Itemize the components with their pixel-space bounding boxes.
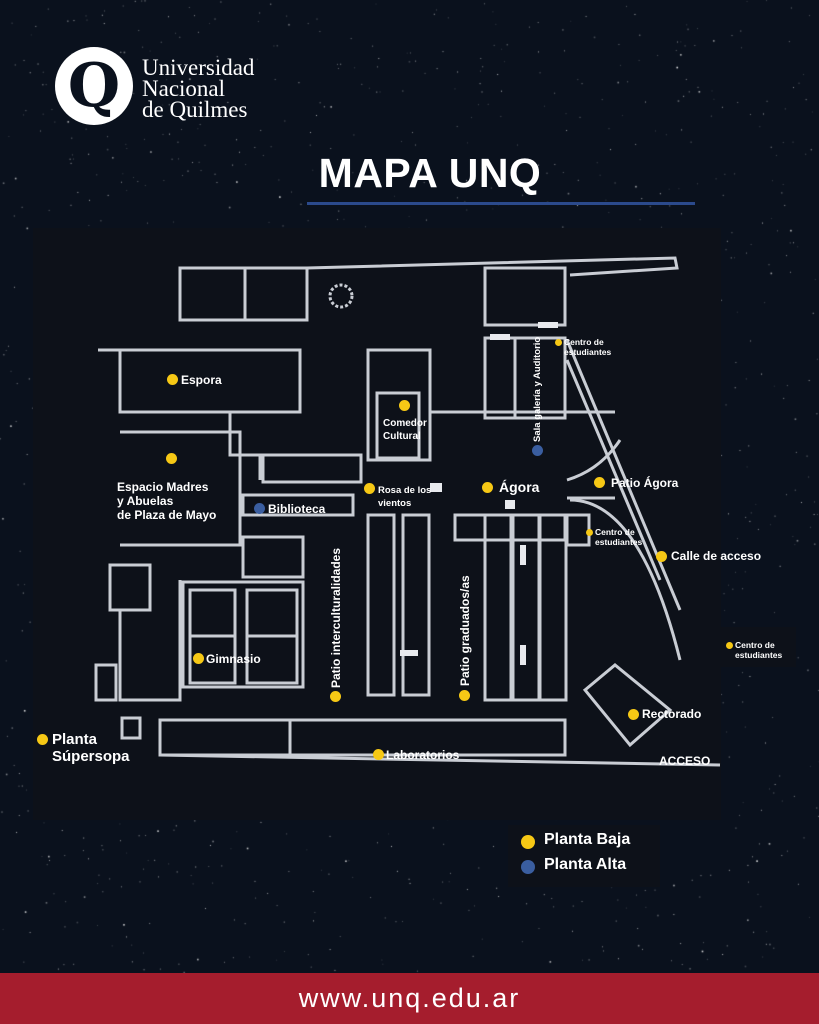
marker-espacio-madres[interactable]	[166, 453, 177, 464]
label-rosa-vientos: Rosa de los vientos	[378, 484, 431, 510]
label-line: Cultural	[383, 431, 421, 442]
title-underline	[307, 202, 695, 205]
label-patio-interculturalidades: Patio interculturalidades	[329, 547, 343, 688]
label-agora: Ágora	[499, 479, 540, 495]
marker-patio-graduados[interactable]	[459, 690, 470, 701]
logo-line: Nacional	[142, 76, 226, 101]
logo-line: de Quilmes	[142, 97, 248, 122]
label-laboratorios: Laboratorios	[386, 748, 460, 762]
label-espacio-madres: Espacio Madres y Abuelas de Plaza de May…	[117, 480, 216, 522]
label-gimnasio: Gimnasio	[206, 652, 261, 666]
label-biblioteca: Biblioteca	[268, 502, 326, 516]
map-legend: Planta Baja Planta Alta	[508, 825, 660, 887]
label-acceso: ACCESO	[659, 754, 711, 768]
footer-website[interactable]: www.unq.edu.ar	[0, 973, 819, 1024]
marker-laboratorios[interactable]	[373, 749, 384, 760]
marker-comedor[interactable]	[399, 400, 410, 411]
label-line: estudiantes	[735, 650, 783, 660]
label-line: Súpersopa	[52, 748, 130, 765]
label-line: y Abuelas	[117, 494, 174, 508]
label-line: estudiantes	[564, 347, 612, 357]
label-calle-acceso: Calle de acceso	[671, 549, 762, 563]
label-line: vientos	[378, 498, 412, 509]
label-patio-agora: Patio Ágora	[611, 476, 679, 490]
label-line: Centro de	[595, 527, 635, 537]
label-espora: Espora	[181, 373, 222, 387]
marker-centro-estudiantes[interactable]	[586, 529, 593, 536]
map-extension	[708, 627, 796, 667]
marker-supersopa[interactable]	[37, 734, 48, 745]
marker-espora[interactable]	[167, 374, 178, 385]
label-comedor: Comedor Cultural	[383, 417, 427, 443]
label-line: de Plaza de Mayo	[117, 508, 217, 522]
marker-calle-acceso[interactable]	[656, 551, 667, 562]
marker-rosa-vientos[interactable]	[364, 483, 375, 494]
label-sala-galeria: Sala galería y Auditorio	[532, 336, 543, 442]
label-patio-graduados: Patio graduados/as	[458, 575, 472, 686]
legend-planta-baja: Planta Baja	[544, 831, 631, 848]
label-line: estudiantes	[595, 537, 643, 547]
marker-biblioteca[interactable]	[254, 503, 265, 514]
legend-swatch-planta-baja	[521, 835, 535, 849]
label-line: Planta	[52, 731, 98, 748]
logo-line: Universidad	[142, 55, 255, 80]
label-line: Centro de	[735, 640, 775, 650]
marker-agora[interactable]	[482, 482, 493, 493]
label-rectorado: Rectorado	[642, 707, 702, 721]
logo-emblem	[55, 47, 133, 125]
legend-swatch-planta-alta	[521, 860, 535, 874]
marker-patio-agora[interactable]	[594, 477, 605, 488]
marker-centro-estudiantes[interactable]	[555, 339, 562, 346]
marker-centro-estudiantes[interactable]	[726, 642, 733, 649]
marker-patio-interculturalidades[interactable]	[330, 691, 341, 702]
legend-planta-alta: Planta Alta	[544, 856, 627, 873]
label-line: Centro de	[564, 337, 604, 347]
label-centro-estudiantes: Centro de estudiantes	[564, 337, 611, 357]
marker-rectorado[interactable]	[628, 709, 639, 720]
marker-sala-galeria[interactable]	[532, 445, 543, 456]
label-centro-estudiantes: Centro de estudiantes	[595, 527, 642, 547]
page-title: MAPA UNQ	[318, 150, 542, 196]
label-line: Espacio Madres	[117, 480, 209, 494]
label-line: Comedor	[383, 418, 427, 429]
label-line: Rosa de los	[378, 485, 432, 496]
logo-wordmark: Universidad Nacional de Quilmes	[142, 55, 255, 122]
label-centro-estudiantes: Centro de estudiantes	[735, 640, 782, 660]
logo-monogram: Q	[67, 51, 121, 121]
marker-gimnasio[interactable]	[193, 653, 204, 664]
label-supersopa: Planta Súpersopa	[52, 731, 130, 765]
